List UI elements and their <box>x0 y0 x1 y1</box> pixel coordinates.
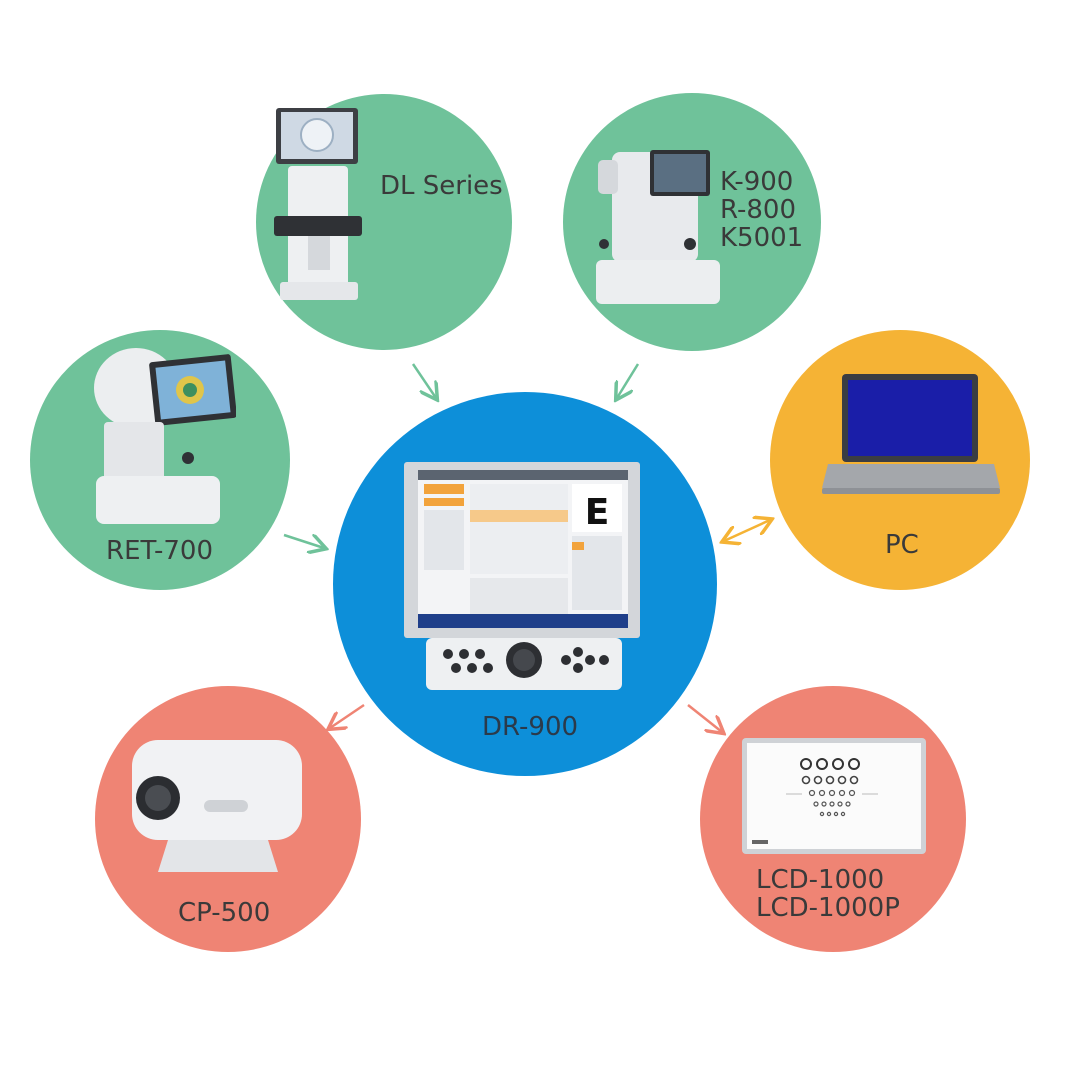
k900-label: K-900 R-800 K5001 <box>720 167 804 253</box>
dr-900-label: DR-900 <box>482 712 579 742</box>
lcd-1000-label: LCD-1000 LCD-1000P <box>756 865 900 923</box>
chart-letter: E <box>585 492 610 533</box>
arrow-ret-to-hub <box>283 533 324 548</box>
lcd-chart-icon <box>742 738 926 854</box>
pc-label: PC <box>885 530 919 560</box>
laptop-icon <box>822 374 1000 494</box>
dr-900-control-panel-icon: E <box>404 462 640 690</box>
arrow-hub-pc-bidirectional <box>724 520 770 541</box>
arrow-dl-to-hub <box>411 363 436 398</box>
cp-500-label: CP-500 <box>178 898 271 928</box>
arrow-hub-to-lcd <box>687 704 722 732</box>
lensmeter-device-icon <box>274 108 362 300</box>
chart-projector-icon <box>132 740 302 872</box>
arrow-k900-to-hub <box>617 363 640 398</box>
ret-700-label: RET-700 <box>106 536 213 566</box>
ret-700-device-icon <box>94 348 236 524</box>
dl-series-label: DL Series <box>380 171 503 201</box>
refractometer-device-icon <box>596 150 720 304</box>
arrow-hub-to-cp <box>330 703 365 728</box>
